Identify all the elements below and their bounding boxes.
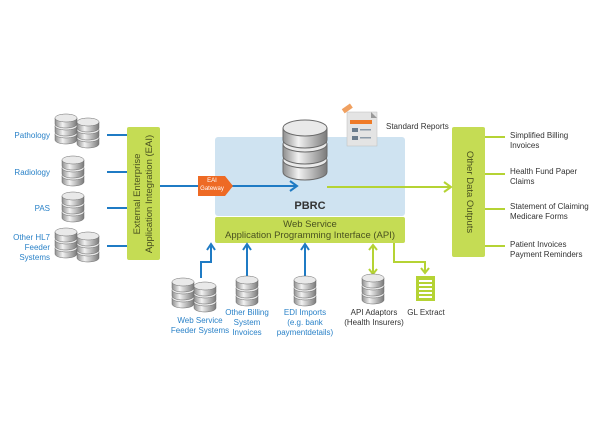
pbrc-to-outputs-arrow (443, 181, 453, 193)
web-service-db-icon (172, 278, 216, 312)
eai-box: External Enterprise Application Integrat… (127, 127, 160, 260)
bottom-label-other-billing: Other Billing System Invoices (225, 308, 269, 337)
bottom-label-web-service: Web Service Feeder Systems (170, 316, 230, 335)
edi-arrowhead (300, 242, 310, 251)
hl7-db-icon (55, 228, 99, 262)
web-service-arrowhead (206, 242, 216, 251)
input-label-pas: PAS (34, 204, 50, 213)
web-service-arrow-line (200, 246, 212, 278)
output-label-patient-invoices: Patient Invoices Payment Reminders (510, 240, 583, 259)
output-label-statement-medicare: Statement of Claiming Medicare Forms (510, 202, 589, 221)
api-bar: Web Service Application Programming Inte… (215, 217, 405, 243)
outputs-box: Other Data Outputs (452, 127, 485, 257)
gateway-line2: Gateway (200, 186, 224, 192)
api-bar-line1: Web Service (283, 219, 337, 230)
input-label-other-hl7: Other HL7 Feeder Systems (13, 233, 50, 262)
bottom-label-edi-imports: EDI Imports (e.g. bank paymentdetails) (276, 308, 334, 337)
radiology-db-icon (62, 156, 84, 186)
other-billing-db-icon (236, 276, 258, 306)
other-billing-arrowhead (242, 242, 252, 251)
eai-gateway-shape (198, 176, 233, 196)
bottom-label-api-adaptors: API Adaptors (Health Insurers) (344, 308, 404, 327)
api-adaptors-db-icon (362, 274, 384, 304)
pbrc-db-icon (283, 120, 327, 180)
api-adaptors-arrow (368, 243, 378, 276)
input-label-pathology: Pathology (14, 131, 50, 140)
output-lines (485, 136, 505, 247)
gateway-line1: EAI (207, 178, 217, 184)
pbrc-label: PBRC (294, 200, 326, 212)
input-label-radiology: Radiology (14, 168, 50, 177)
bottom-input-arrows (200, 242, 310, 278)
eai-gateway: EAI Gateway (198, 177, 226, 193)
output-label-simplified-billing: Simplified Billing Invoices (510, 131, 569, 150)
pathology-db-icon (55, 114, 99, 148)
pas-db-icon (62, 192, 84, 222)
eai-to-pbrc-arrow (289, 180, 299, 192)
gl-extract-arrow (393, 243, 430, 275)
gl-extract-document-icon (416, 276, 435, 301)
edi-db-icon (294, 276, 316, 306)
output-label-health-fund: Health Fund Paper Claims (510, 167, 578, 186)
input-lines (107, 134, 127, 247)
standard-reports-label: Standard Reports (386, 122, 449, 131)
api-bar-line2: Application Programming Interface (API) (224, 230, 396, 241)
bottom-label-gl-extract: GL Extract (407, 308, 445, 317)
report-document-icon (341, 103, 378, 147)
